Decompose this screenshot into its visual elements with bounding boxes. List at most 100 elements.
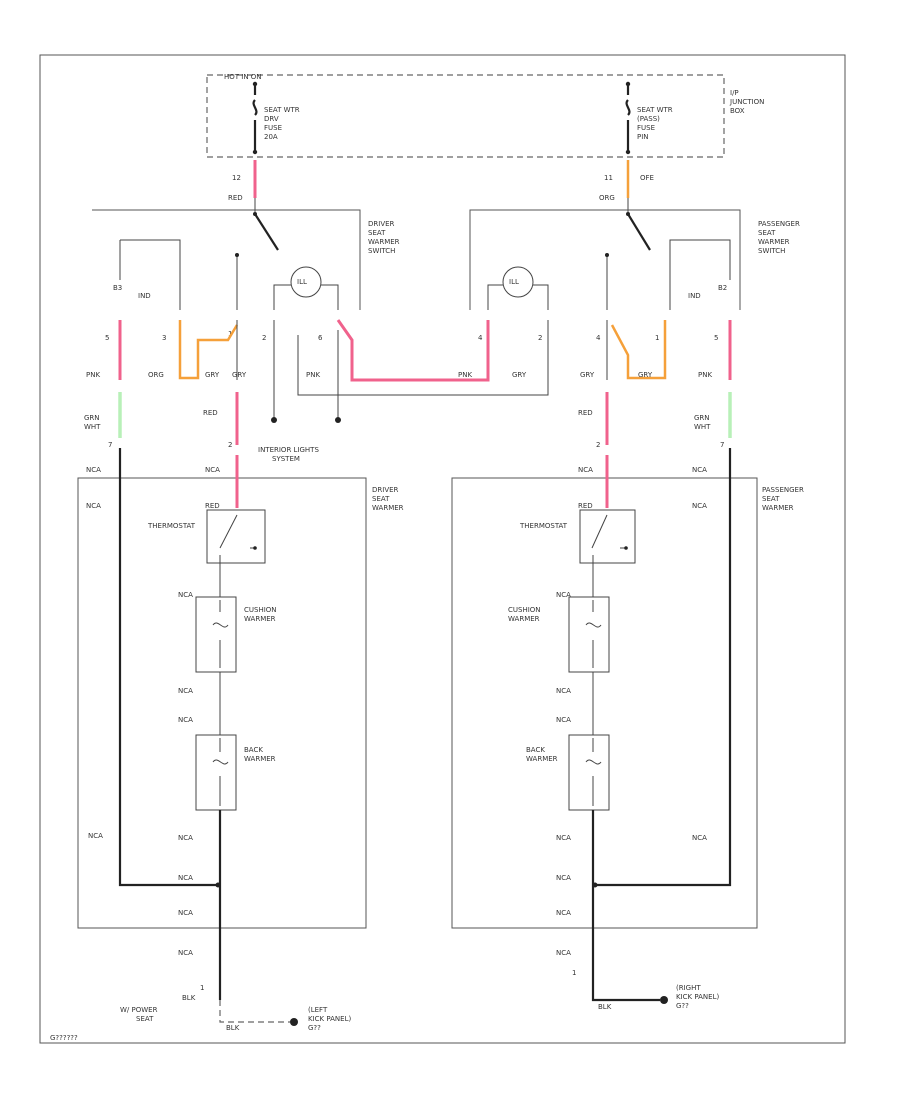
svg-text:NCA: NCA [692, 466, 707, 474]
svg-text:THERMOSTAT: THERMOSTAT [147, 522, 196, 530]
driver-ground-return [118, 448, 218, 887]
svg-text:IND: IND [138, 292, 151, 300]
svg-text:NCA: NCA [692, 502, 707, 510]
svg-text:GRY: GRY [512, 371, 527, 379]
driver-orange-wire [178, 320, 239, 380]
passenger-back-label: BACK WARMER [526, 746, 558, 763]
svg-text:GRN WHT: GRN WHT [694, 414, 712, 431]
svg-text:THERMOSTAT: THERMOSTAT [519, 522, 568, 530]
svg-text:IND: IND [688, 292, 701, 300]
svg-text:GRY: GRY [580, 371, 595, 379]
passenger-connector-pins: 4 2 4 1 5 [478, 334, 718, 342]
passenger-indicator-lamp [502, 266, 534, 298]
passenger-switch-label: PASSENGER SEAT WARMER SWITCH [758, 220, 802, 255]
driver-switch-outline [92, 209, 361, 310]
footer-code: G?????? [50, 1034, 78, 1042]
passenger-fuse-label: SEAT WTR (PASS) FUSE PIN [637, 106, 675, 141]
passenger-cushion-warmer [568, 596, 610, 673]
svg-text:ORG: ORG [148, 371, 164, 379]
svg-text:NCA: NCA [86, 466, 101, 474]
center-pink-wire [336, 319, 490, 382]
svg-text:NCA: NCA [205, 466, 220, 474]
driver-back-label: BACK WARMER [244, 746, 276, 763]
svg-text:1: 1 [655, 334, 659, 342]
left-ground-label: (LEFT KICK PANEL) G?? [308, 1006, 353, 1032]
svg-text:ILL: ILL [509, 278, 519, 286]
svg-text:BLK: BLK [598, 1003, 612, 1011]
svg-text:4: 4 [478, 334, 483, 342]
junction-box-label: I/P JUNCTION BOX [729, 89, 767, 115]
svg-text:NCA: NCA [86, 502, 101, 510]
svg-text:1: 1 [200, 984, 204, 992]
svg-text:RED: RED [203, 409, 218, 417]
svg-text:12: 12 [232, 174, 241, 182]
passenger-back-warmer [568, 734, 610, 811]
interior-lights-label: INTERIOR LIGHTS SYSTEM [258, 446, 321, 463]
passenger-orange-wire [610, 320, 667, 380]
svg-text:6: 6 [318, 334, 323, 342]
passenger-switch-outline [469, 209, 741, 310]
svg-text:NCA: NCA [178, 834, 193, 842]
svg-text:NCA: NCA [556, 834, 571, 842]
svg-text:5: 5 [714, 334, 718, 342]
diagram-frame [39, 54, 846, 1044]
driver-fuse-label: SEAT WTR DRV FUSE 20A [264, 106, 302, 141]
svg-text:2: 2 [262, 334, 266, 342]
svg-text:NCA: NCA [178, 716, 193, 724]
svg-text:GRN WHT: GRN WHT [84, 414, 102, 431]
passenger-fuse-symbol [625, 82, 631, 150]
svg-text:OFE: OFE [640, 174, 654, 182]
svg-text:GRY: GRY [232, 371, 247, 379]
svg-text:2: 2 [596, 441, 600, 449]
svg-text:PNK: PNK [458, 371, 472, 379]
svg-text:4: 4 [596, 334, 601, 342]
svg-text:ORG: ORG [599, 194, 615, 202]
svg-text:NCA: NCA [556, 949, 571, 957]
svg-text:3: 3 [162, 334, 166, 342]
svg-text:RED: RED [578, 502, 593, 510]
svg-text:BLK: BLK [226, 1024, 240, 1032]
svg-text:11: 11 [604, 174, 613, 182]
passenger-seat-warmer-box [451, 477, 758, 929]
svg-text:NCA: NCA [178, 591, 193, 599]
passenger-switch-contact [627, 213, 651, 251]
svg-text:B2: B2 [718, 284, 727, 292]
svg-text:NCA: NCA [556, 716, 571, 724]
svg-text:RED: RED [578, 409, 593, 417]
driver-switch-label: DRIVER SEAT WARMER SWITCH [368, 220, 402, 255]
svg-text:RED: RED [205, 502, 220, 510]
driver-fuse-symbol [252, 82, 258, 150]
svg-text:GRY: GRY [638, 371, 653, 379]
svg-text:NCA: NCA [178, 687, 193, 695]
svg-text:ILL: ILL [297, 278, 307, 286]
svg-text:5: 5 [105, 334, 109, 342]
svg-text:NCA: NCA [556, 591, 571, 599]
power-seat-label: W/ POWER SEAT [120, 1006, 160, 1023]
svg-text:2: 2 [228, 441, 232, 449]
svg-text:RED: RED [228, 194, 243, 202]
svg-text:NCA: NCA [178, 949, 193, 957]
svg-text:7: 7 [108, 441, 112, 449]
svg-text:PNK: PNK [86, 371, 100, 379]
svg-text:NCA: NCA [556, 909, 571, 917]
svg-text:2: 2 [538, 334, 542, 342]
driver-cushion-label: CUSHION WARMER [244, 606, 279, 623]
svg-text:NCA: NCA [178, 874, 193, 882]
driver-seat-warmer-label: DRIVER SEAT WARMER [372, 486, 404, 512]
svg-text:BLK: BLK [182, 994, 196, 1002]
driver-switch-contact [254, 213, 279, 251]
svg-text:NCA: NCA [178, 909, 193, 917]
svg-text:7: 7 [720, 441, 724, 449]
driver-indicator-lamp [290, 266, 322, 298]
svg-text:PNK: PNK [306, 371, 320, 379]
passenger-thermostat [579, 509, 636, 564]
passenger-cushion-label: CUSHION WARMER [508, 606, 543, 623]
right-ground-label: (RIGHT KICK PANEL) G?? [676, 984, 721, 1010]
driver-thermostat [206, 509, 266, 564]
svg-text:NCA: NCA [556, 687, 571, 695]
hot-label: HOT IN ON [224, 73, 262, 81]
driver-seat-warmer-box [77, 477, 367, 929]
passenger-ground-return [595, 448, 732, 887]
svg-text:NCA: NCA [556, 874, 571, 882]
